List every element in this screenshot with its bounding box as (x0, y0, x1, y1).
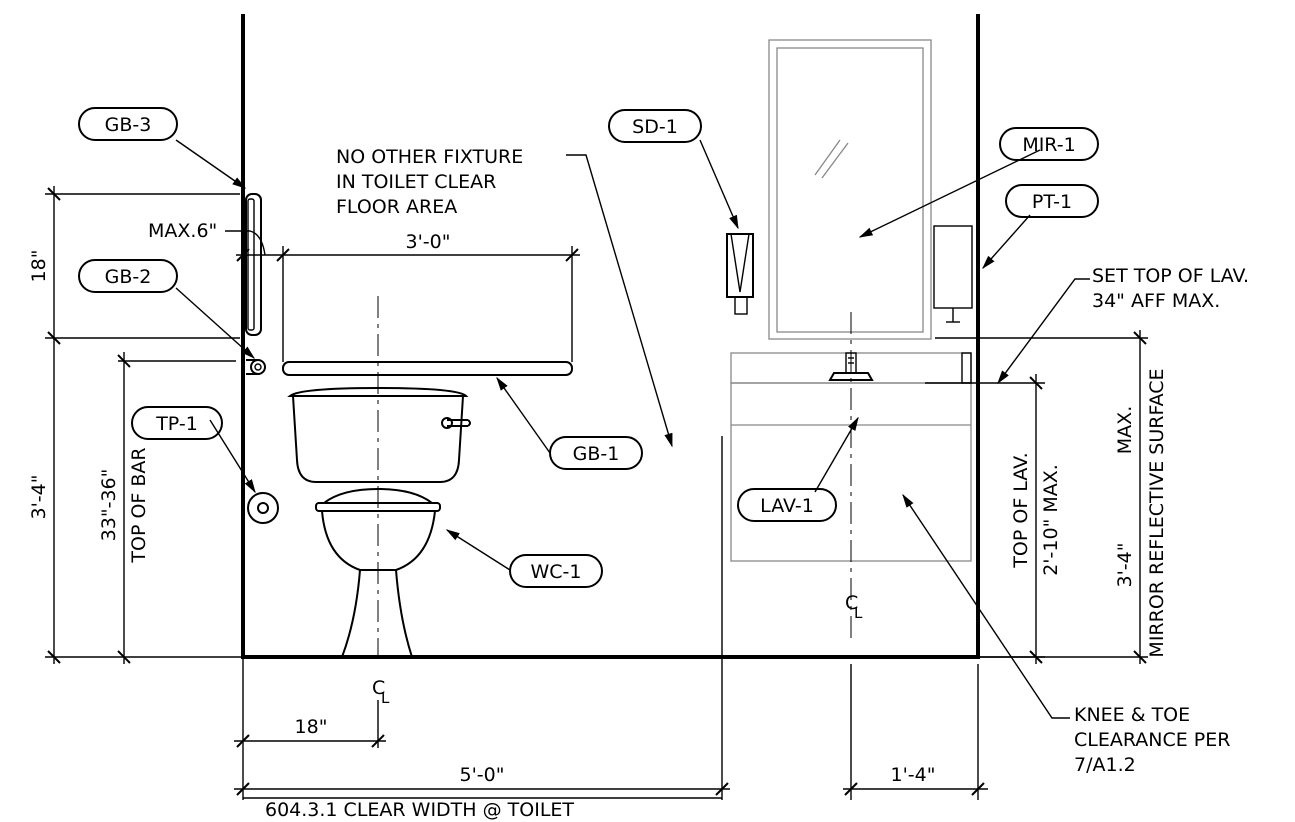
grab-bar-gb1 (282, 361, 573, 376)
dim-lav-1-4: 1'-4" (891, 764, 936, 786)
sd1-leader (699, 139, 739, 230)
set-top-leader (997, 278, 1090, 385)
dimension-lines (45, 186, 1148, 800)
note-clear-width: 604.3.1 CLEAR WIDTH @ TOILET (265, 799, 574, 821)
no-fixture-leader (566, 154, 673, 448)
soap-dispenser-detail (730, 233, 750, 293)
tag-gb2-label: GB-2 (105, 266, 152, 288)
dim-bar-length: 3'-0" (406, 231, 451, 253)
tag-gb3-label: GB-3 (105, 114, 152, 136)
note-knee-line1: KNEE & TOE (1074, 704, 1190, 726)
room-outline (241, 14, 980, 659)
centerline-c: C (372, 677, 385, 699)
dim-bar-height: 3'-4" (28, 475, 50, 520)
mirror-frame (768, 39, 932, 340)
lavatory (730, 312, 972, 640)
centerline-symbol-lav: C L (845, 592, 863, 622)
tag-gb2: GB-2 (78, 259, 178, 293)
note-knee-line3: 7/A1.2 (1074, 754, 1136, 776)
tag-gb1-label: GB-1 (573, 443, 620, 465)
mirror-glass (776, 47, 924, 333)
mirror-hatch (821, 142, 849, 179)
mirror-hatch (814, 139, 841, 176)
soap-dispenser-pump (734, 296, 748, 315)
paper-towel-body (933, 225, 973, 309)
mirror (768, 39, 932, 340)
dim-lav-2-10: 2'-10" MAX. (1040, 464, 1062, 576)
dim-top-of-lav: TOP OF LAV. (1010, 452, 1032, 568)
toilet-paper-dispenser (247, 492, 279, 524)
tag-gb3: GB-3 (78, 107, 178, 141)
tag-gb1: GB-1 (549, 436, 643, 470)
dim-mirror-surface: MIRROR REFLECTIVE SURFACE (1146, 368, 1168, 657)
tag-mir1: MIR-1 (999, 127, 1099, 161)
toilet-base (341, 569, 413, 658)
wc1-leader (445, 529, 511, 571)
tag-lav1-label: LAV-1 (760, 495, 814, 517)
grab-bar-gb2 (246, 359, 266, 375)
dim-bar-range: 33"-36" (98, 469, 120, 542)
dim-mirror-max: MAX. (1114, 406, 1136, 454)
paper-towel-dispenser (933, 225, 973, 323)
dim-grab-18: 18" (28, 250, 50, 283)
centerline-l: L (854, 604, 863, 622)
tag-lav1: LAV-1 (737, 488, 837, 522)
tag-wc1-label: WC-1 (531, 561, 582, 583)
tp1-leader (209, 419, 256, 494)
tag-mir1-label: MIR-1 (1022, 134, 1075, 156)
dim-toilet-cl-18: 18" (295, 716, 328, 738)
centerline-c: C (845, 592, 858, 614)
tag-pt1: PT-1 (1005, 184, 1099, 218)
dim-clear-5-0: 5'-0" (460, 764, 505, 786)
water-closet (287, 296, 471, 658)
pt1-leader (982, 214, 1031, 270)
gb2-leader (175, 287, 256, 359)
grab-bar-gb3 (245, 193, 262, 336)
note-set-top-line1: SET TOP OF LAV. (1092, 265, 1249, 287)
note-no-fixture-line2: IN TOILET CLEAR (336, 171, 496, 193)
knee-toe-leader (902, 493, 1070, 719)
tag-sd1: SD-1 (608, 109, 702, 143)
tag-tp1-label: TP-1 (155, 413, 198, 435)
note-knee-line2: CLEARANCE PER (1074, 729, 1230, 751)
centerline-l: L (381, 689, 390, 707)
note-no-fixture-line3: FLOOR AREA (336, 196, 457, 218)
dim-top-of-bar: TOP OF BAR (128, 447, 150, 563)
tag-wc1: WC-1 (509, 554, 603, 588)
gb1-leader (496, 376, 551, 454)
tag-pt1-label: PT-1 (1032, 191, 1072, 213)
flush-handle-icon (441, 417, 471, 429)
centerline-symbol-toilet: C L (372, 677, 390, 707)
tag-sd1-label: SD-1 (632, 116, 678, 138)
note-set-top-line2: 34" AFF MAX. (1092, 290, 1220, 312)
mir1-leader (858, 149, 1041, 238)
toilet-tank (291, 395, 465, 483)
note-no-fixture-line1: NO OTHER FIXTURE (336, 146, 523, 168)
note-max-6: MAX.6" (148, 220, 217, 242)
leaders (175, 139, 1090, 719)
lav-backsplash (961, 352, 972, 384)
tag-tp1: TP-1 (131, 406, 223, 440)
soap-dispenser (726, 233, 754, 315)
gb3-leader (175, 139, 247, 189)
lav1-leader (814, 416, 859, 493)
dim-mirror-3-4: 3'-4" (1114, 543, 1136, 588)
